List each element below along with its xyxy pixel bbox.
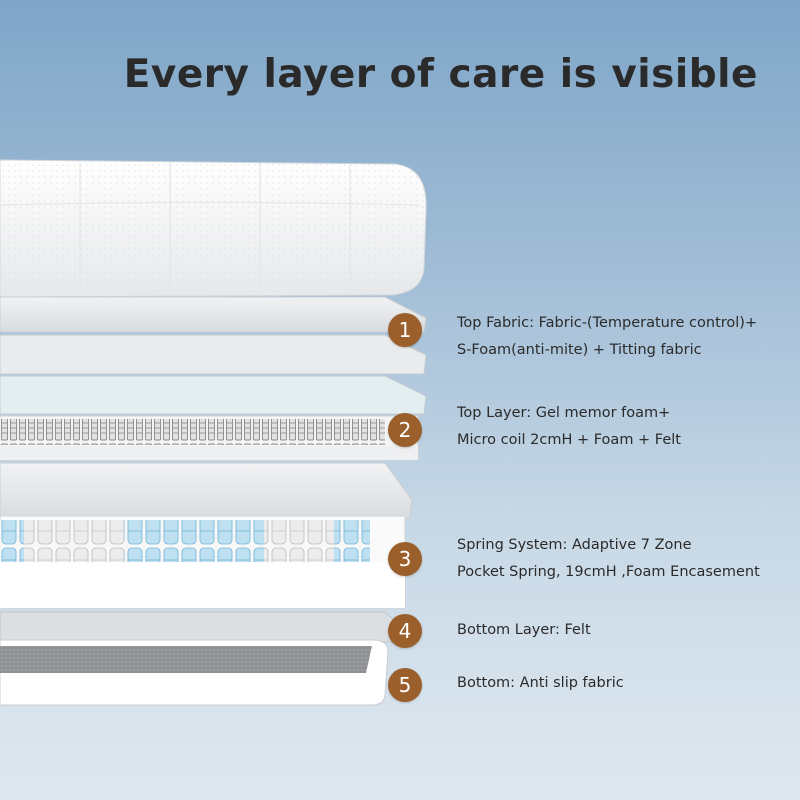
top-fabric-pillow — [0, 159, 427, 298]
s-foam-sheet — [0, 296, 427, 375]
layer-3-line-2: Pocket Spring, 19cmH ,Foam Encasement — [457, 564, 760, 580]
layer-3-badge: 3 — [388, 542, 422, 576]
layer-1-line-2: S-Foam(anti-mite) + Titting fabric — [457, 342, 702, 358]
micro-coil-layer — [0, 415, 419, 461]
layer-5-badge: 5 — [388, 668, 422, 702]
layer-2-badge: 2 — [388, 413, 422, 447]
layer-1-line-1: Top Fabric: Fabric-(Temperature control)… — [457, 315, 758, 331]
spring-system-layer — [0, 515, 406, 609]
layer-5-description: Bottom: Anti slip fabric — [457, 670, 624, 697]
layer-4-line-1: Bottom Layer: Felt — [457, 622, 591, 638]
layer-2-description: Top Layer: Gel memor foam+ Micro coil 2c… — [457, 400, 681, 454]
layer-3-description: Spring System: Adaptive 7 Zone Pocket Sp… — [457, 532, 760, 586]
layer-3-line-1: Spring System: Adaptive 7 Zone — [457, 537, 692, 553]
layer-4-badge: 4 — [388, 614, 422, 648]
layer-4-description: Bottom Layer: Felt — [457, 617, 591, 644]
bottom-felt-sheet — [0, 611, 403, 643]
layer-1-description: Top Fabric: Fabric-(Temperature control)… — [457, 310, 757, 364]
layer-5-line-1: Bottom: Anti slip fabric — [457, 675, 624, 691]
page-title: Every layer of care is visible — [123, 52, 758, 97]
layer-2-line-2: Micro coil 2cmH + Foam + Felt — [457, 432, 681, 448]
gel-foam-sheet — [0, 375, 427, 415]
layer-1-badge: 1 — [388, 313, 422, 347]
layer-2-line-1: Top Layer: Gel memor foam+ — [457, 405, 671, 421]
foam-felt-sheet — [0, 462, 413, 519]
anti-slip-bottom — [0, 639, 389, 706]
